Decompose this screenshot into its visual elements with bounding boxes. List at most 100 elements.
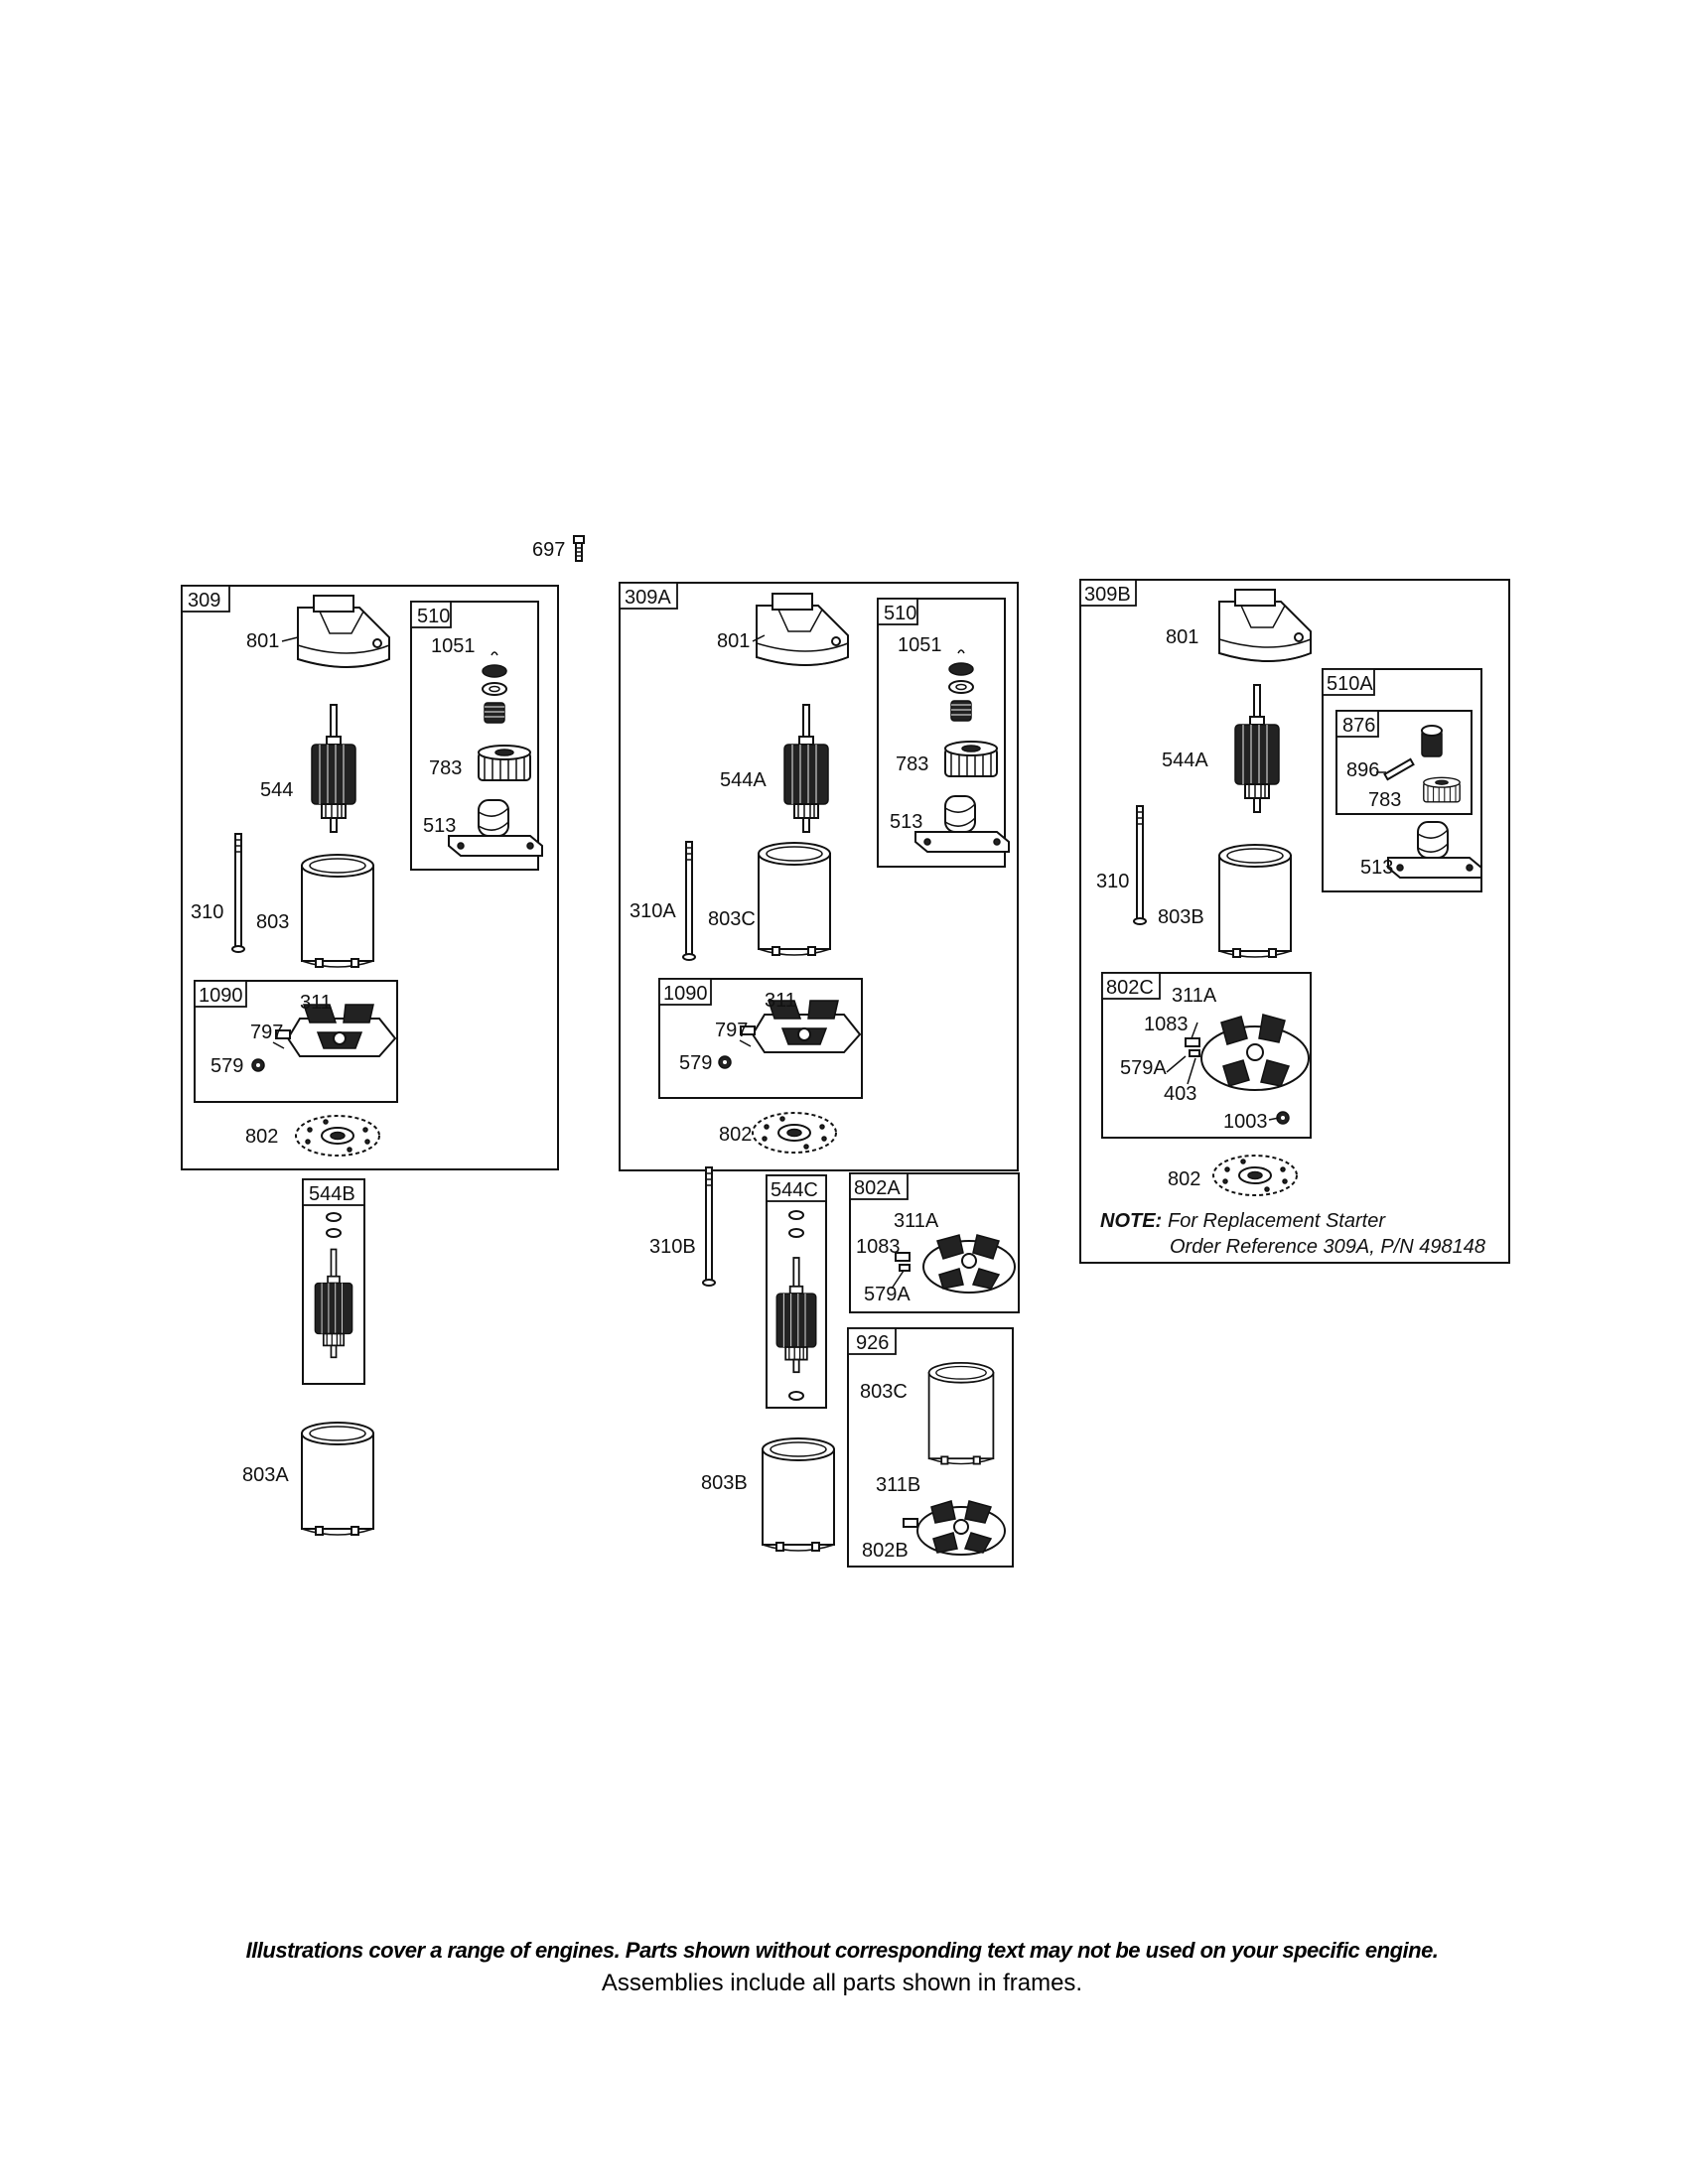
label-797: 797 bbox=[715, 1020, 748, 1041]
washer-icon bbox=[326, 1228, 342, 1238]
frame-510A: 510A 513 bbox=[1322, 668, 1482, 892]
end-cap-801-icon bbox=[297, 595, 390, 668]
label-783: 783 bbox=[896, 753, 928, 775]
label-797: 797 bbox=[250, 1022, 283, 1043]
housing-803A-icon bbox=[301, 1422, 374, 1536]
nut-579-icon bbox=[718, 1055, 732, 1069]
label-311A: 311A bbox=[1172, 985, 1217, 1007]
washer-icon bbox=[788, 1228, 804, 1238]
frame-309A: 309A 801 544A 310A 803C 802 bbox=[619, 582, 1019, 1171]
helix-513-icon bbox=[448, 799, 543, 857]
label-579: 579 bbox=[210, 1055, 243, 1077]
label-803A: 803A bbox=[242, 1464, 289, 1486]
pinion-783-icon bbox=[1423, 776, 1461, 803]
label-513: 513 bbox=[1360, 857, 1393, 879]
housing-803B-icon bbox=[762, 1437, 835, 1552]
label-311: 311 bbox=[765, 990, 796, 1012]
housing-803C-icon bbox=[758, 842, 831, 956]
replacement-note-line2: Order Reference 309A, P/N 498148 bbox=[1170, 1236, 1485, 1258]
brush-plate-311A-icon bbox=[922, 1234, 1016, 1294]
helix-513-icon bbox=[914, 795, 1010, 853]
replacement-note-line1: For Replacement Starter bbox=[1168, 1210, 1386, 1232]
bolt-310A-icon bbox=[682, 841, 696, 961]
frame-id-510-left: 510 bbox=[417, 606, 450, 627]
drive-nut-icon bbox=[1421, 725, 1443, 757]
label-801: 801 bbox=[246, 630, 279, 652]
label-579: 579 bbox=[679, 1052, 712, 1074]
frame-544C: 544C bbox=[766, 1174, 827, 1409]
frame-510-mid: 510 1051 783 513 bbox=[877, 598, 1010, 868]
frame-id-876: 876 bbox=[1342, 715, 1375, 737]
leader-lines bbox=[272, 634, 1386, 1290]
label-1051: 1051 bbox=[431, 635, 476, 657]
label-896: 896 bbox=[1346, 759, 1379, 781]
label-544A: 544A bbox=[1162, 750, 1208, 771]
end-plate-802-icon bbox=[752, 1112, 837, 1154]
end-cap-801-icon bbox=[1218, 589, 1312, 662]
end-cap-801-icon bbox=[756, 593, 849, 666]
spring-stack-1051-icon bbox=[948, 649, 974, 722]
frame-876: 876 896 783 bbox=[1335, 710, 1473, 815]
label-310: 310 bbox=[191, 901, 223, 923]
terminal-1083-icon bbox=[1185, 1037, 1200, 1057]
label-513: 513 bbox=[890, 811, 922, 833]
label-783: 783 bbox=[429, 757, 462, 779]
roll-pin-896-icon bbox=[1383, 757, 1415, 781]
screw-697-icon bbox=[573, 535, 585, 562]
frame-id-544B: 544B bbox=[309, 1183, 355, 1205]
bolt-310-icon bbox=[231, 833, 245, 953]
label-802: 802 bbox=[245, 1126, 278, 1148]
frame-id-309: 309 bbox=[188, 590, 220, 612]
housing-803B-icon bbox=[1218, 844, 1292, 958]
washer-icon bbox=[788, 1210, 804, 1220]
label-310A: 310A bbox=[630, 900, 676, 922]
frame-544B: 544B bbox=[302, 1178, 365, 1385]
terminal-1083-icon bbox=[895, 1252, 911, 1272]
brush-plate-311A-icon bbox=[1200, 1014, 1310, 1091]
frame-id-510A: 510A bbox=[1327, 673, 1373, 695]
frame-309B: 309B 801 544A 310 803B 802 NOTE: For Rep… bbox=[1079, 579, 1510, 1264]
label-803C: 803C bbox=[708, 908, 756, 930]
label-697: 697 bbox=[532, 539, 565, 561]
label-803C: 803C bbox=[860, 1381, 908, 1403]
frame-926: 926 803C 311B 802B bbox=[847, 1327, 1014, 1568]
pinion-783-icon bbox=[478, 745, 531, 781]
label-803: 803 bbox=[256, 911, 289, 933]
armature-544C-icon bbox=[775, 1257, 817, 1374]
label-544: 544 bbox=[260, 779, 293, 801]
label-310: 310 bbox=[1096, 871, 1129, 892]
label-1003: 1003 bbox=[1223, 1111, 1268, 1133]
frame-802C: 802C 311A 1083 579A 403 1003 bbox=[1101, 972, 1312, 1139]
end-plate-802-icon bbox=[295, 1115, 380, 1157]
washer-icon bbox=[788, 1391, 804, 1401]
label-544A: 544A bbox=[720, 769, 767, 791]
housing-803-icon bbox=[301, 854, 374, 968]
frame-1090-left: 1090 311 797 579 bbox=[194, 980, 398, 1103]
label-802: 802 bbox=[1168, 1168, 1200, 1190]
pinion-783-icon bbox=[944, 741, 998, 777]
spring-stack-1051-icon bbox=[482, 651, 507, 724]
label-310B: 310B bbox=[649, 1236, 696, 1258]
housing-803C-icon bbox=[927, 1362, 995, 1465]
washer-icon bbox=[326, 1212, 342, 1222]
brush-plate-311B-icon bbox=[903, 1500, 1006, 1556]
frame-id-1090-mid: 1090 bbox=[663, 983, 708, 1005]
replacement-note-label: NOTE: bbox=[1100, 1210, 1162, 1232]
frame-id-510-mid: 510 bbox=[884, 603, 916, 624]
nut-579-icon bbox=[251, 1058, 265, 1072]
label-803B: 803B bbox=[701, 1472, 748, 1494]
label-311A: 311A bbox=[894, 1210, 939, 1232]
helix-513-icon bbox=[1387, 821, 1482, 879]
brush-holder-311-icon bbox=[740, 1000, 861, 1053]
label-579A: 579A bbox=[1120, 1057, 1167, 1079]
label-801: 801 bbox=[1166, 626, 1198, 648]
armature-544A-icon bbox=[783, 704, 829, 833]
label-1083: 1083 bbox=[856, 1236, 901, 1258]
label-802B: 802B bbox=[862, 1540, 909, 1562]
label-579A: 579A bbox=[864, 1284, 911, 1305]
frame-510-left: 510 1051 783 513 bbox=[410, 601, 543, 871]
bolt-310B-icon bbox=[702, 1166, 716, 1287]
label-802: 802 bbox=[719, 1124, 752, 1146]
frame-id-1090-left: 1090 bbox=[199, 985, 243, 1007]
